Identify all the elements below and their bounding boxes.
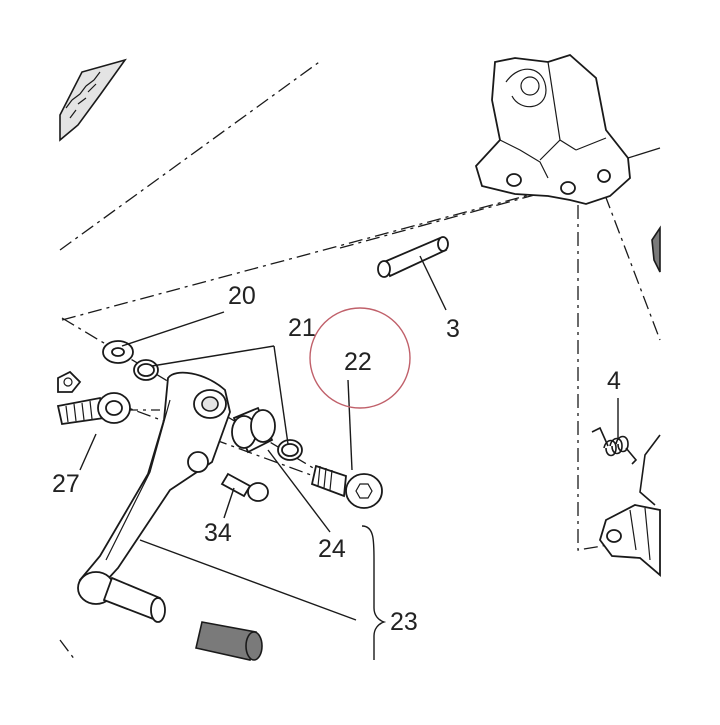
callout-22: 22 (344, 348, 372, 376)
callout-3: 3 (446, 315, 460, 343)
bolt-part-22 (310, 464, 383, 509)
callout-34: 34 (204, 519, 232, 547)
rod-end-part-27 (56, 370, 131, 426)
bolt-part-34 (220, 472, 269, 502)
callout-4: 4 (607, 367, 621, 395)
frame-bracket (474, 53, 661, 205)
serrated-bracket (59, 58, 127, 142)
washer-part-20 (102, 340, 134, 364)
leader-lines (79, 255, 619, 660)
callout-23: 23 (390, 608, 418, 636)
callout-24: 24 (318, 535, 346, 563)
oring-part-21 (133, 359, 303, 461)
pin-part-3 (377, 236, 449, 278)
highlight-circle (309, 307, 411, 409)
lever-part-23 (77, 371, 263, 661)
bushing-part-24 (231, 406, 276, 454)
right-side-parts (599, 225, 661, 577)
spring-part-4 (591, 426, 638, 465)
callout-21: 21 (288, 314, 316, 342)
callout-20: 20 (228, 282, 256, 310)
callout-27: 27 (52, 470, 80, 498)
